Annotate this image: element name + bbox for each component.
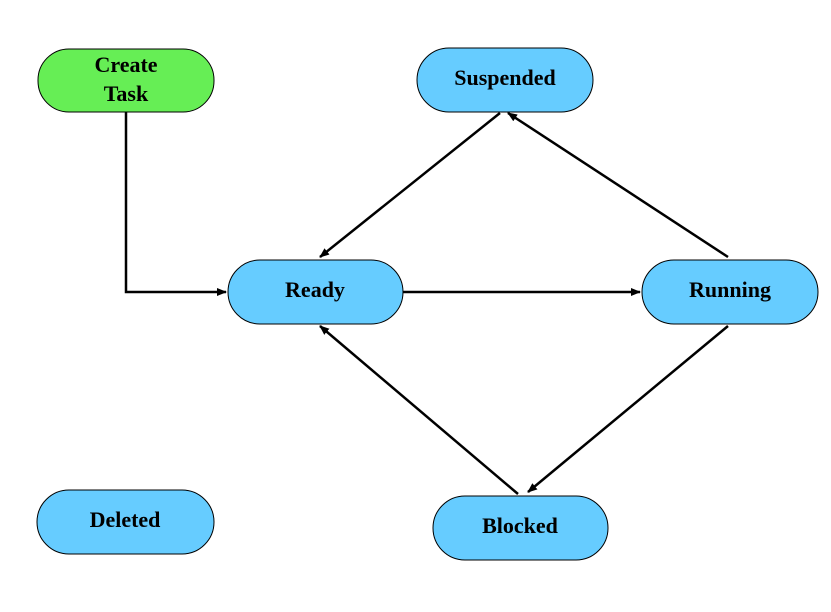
node-running-shape xyxy=(641,259,819,325)
edge-blocked-to-ready xyxy=(319,325,519,495)
node-create-task-label-line1: Create xyxy=(94,52,157,77)
edge-running-to-blocked xyxy=(527,325,729,493)
edges xyxy=(124,111,729,495)
node-ready: Ready xyxy=(227,259,404,325)
node-blocked: Blocked xyxy=(432,495,609,561)
node-create-task-label-line2: Task xyxy=(104,81,149,106)
node-running-label: Running xyxy=(689,277,771,302)
node-running: Running xyxy=(641,259,819,325)
edge-create-task-to-ready xyxy=(124,112,227,296)
node-suspended: Suspended xyxy=(416,47,594,113)
node-create-task: Create Task xyxy=(37,48,215,113)
node-ready-label: Ready xyxy=(285,277,345,302)
edge-suspended-to-ready xyxy=(319,112,501,258)
node-blocked-label: Blocked xyxy=(482,513,558,538)
node-blocked-shape xyxy=(432,495,609,561)
node-suspended-shape xyxy=(416,47,594,113)
edge-running-to-suspended xyxy=(507,111,729,259)
node-deleted-label: Deleted xyxy=(90,507,161,532)
node-create-task-shape xyxy=(37,48,215,113)
node-deleted-shape xyxy=(36,489,215,555)
node-suspended-label: Suspended xyxy=(454,65,556,90)
node-ready-shape xyxy=(227,259,404,325)
node-deleted: Deleted xyxy=(36,489,215,555)
